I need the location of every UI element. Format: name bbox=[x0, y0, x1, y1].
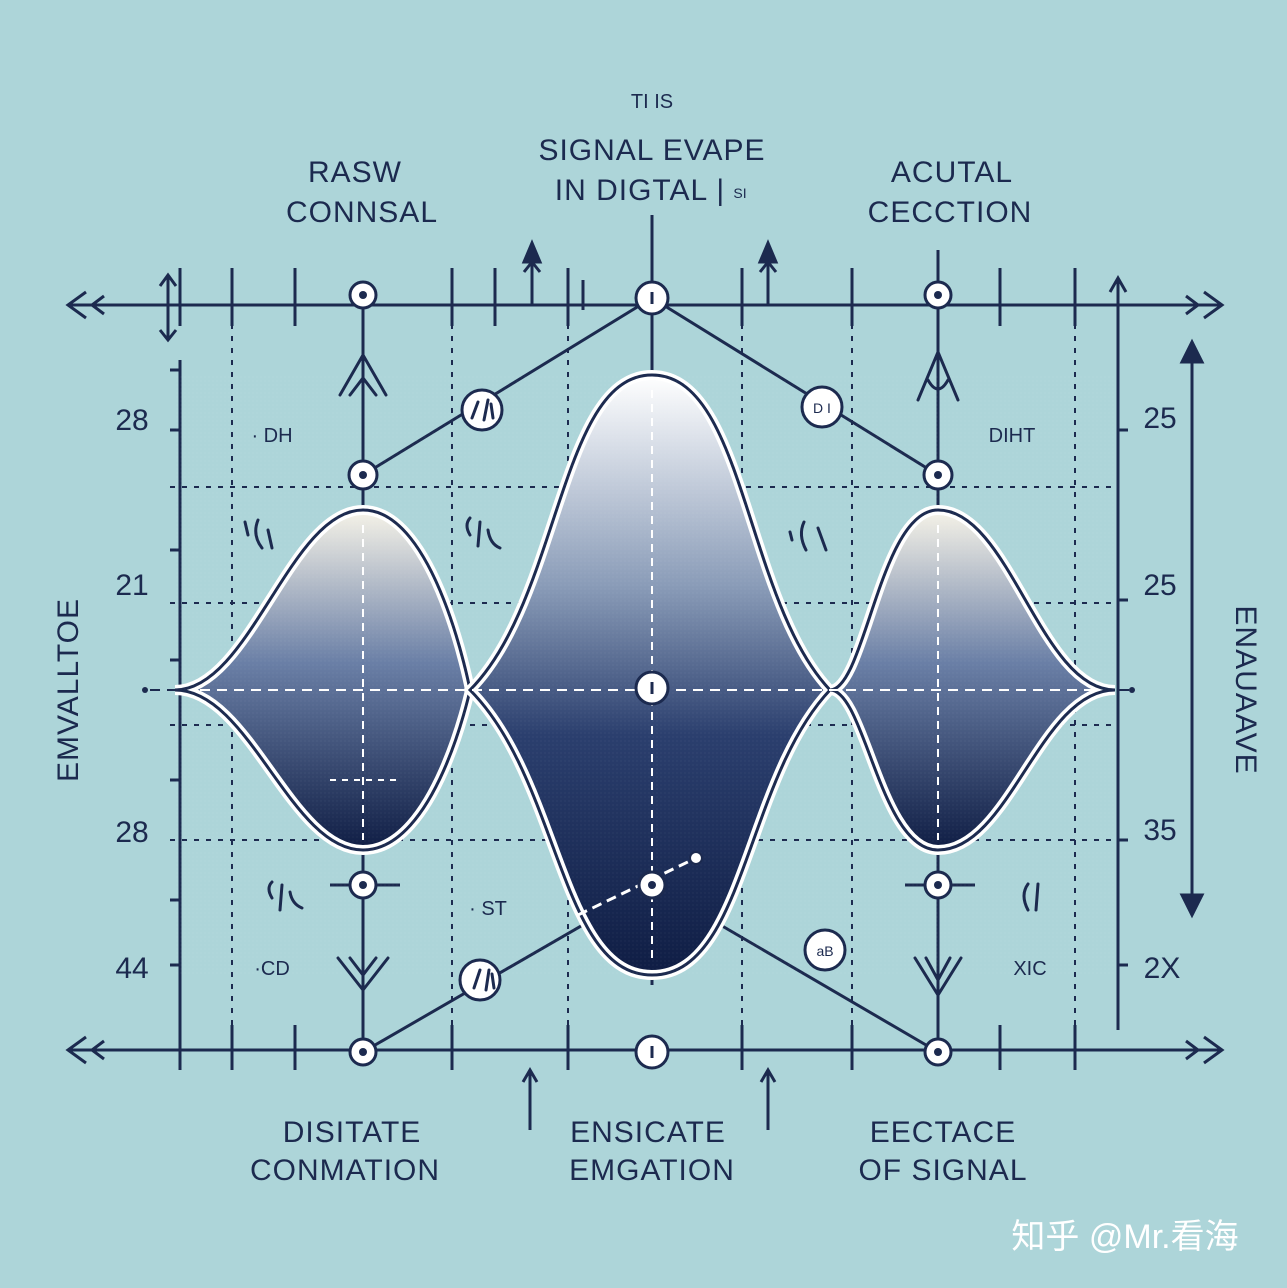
annotation-dh: · DH bbox=[251, 425, 292, 447]
annotation-node-a: D I bbox=[813, 400, 831, 416]
title-line3: IN DIGTAL | bbox=[555, 174, 725, 207]
title-line3b: SI bbox=[733, 185, 746, 201]
title-line1: TI IS bbox=[631, 91, 673, 113]
label-top-left-1: RASW bbox=[308, 156, 402, 189]
top-up-arrows bbox=[521, 239, 779, 305]
node-diag-upper-right bbox=[800, 385, 844, 429]
label-top-right-2: CECCTION bbox=[868, 196, 1033, 229]
annotation-cd: ·CD bbox=[254, 958, 290, 980]
top-ticks bbox=[178, 268, 1077, 326]
left-number-1: 28 bbox=[115, 404, 148, 437]
node-diag-lower-right bbox=[803, 928, 847, 972]
annotation-node-b: aB bbox=[816, 943, 833, 959]
label-side-left: EMVALLTOE bbox=[52, 598, 85, 782]
label-bottom-right-1: EECTACE bbox=[870, 1116, 1016, 1149]
label-bottom-left-2: CONMATION bbox=[250, 1154, 440, 1187]
right-number-2: 25 bbox=[1143, 569, 1176, 602]
watermark: 知乎 @Mr.看海 bbox=[1011, 1218, 1238, 1256]
annotation-diht: DIHT bbox=[989, 425, 1036, 447]
bottom-up-arrows bbox=[521, 1067, 777, 1130]
bottom-ticks bbox=[178, 1025, 1077, 1070]
left-number-2: 21 bbox=[115, 569, 148, 602]
label-side-right: ENAUAAVE bbox=[1229, 605, 1262, 774]
label-top-left-2: CONNSAL bbox=[286, 196, 438, 229]
annotation-st: · ST bbox=[469, 898, 507, 920]
label-top-right-1: ACUTAL bbox=[891, 156, 1013, 189]
right-number-1: 25 bbox=[1143, 402, 1176, 435]
label-bottom-left-1: DISITATE bbox=[283, 1116, 422, 1149]
right-number-4: 2X bbox=[1144, 952, 1181, 985]
label-bottom-center-1: ENSICATE bbox=[570, 1116, 726, 1149]
nodes bbox=[347, 280, 954, 1070]
glyph-marks bbox=[243, 348, 1040, 998]
title-line2: SIGNAL EVAPE bbox=[538, 134, 765, 167]
node-diag-upper-left bbox=[460, 388, 504, 432]
center-axis-end-left bbox=[142, 687, 148, 693]
label-bottom-center-2: EMGATION bbox=[569, 1154, 735, 1187]
left-number-4: 44 bbox=[115, 952, 148, 985]
right-axis bbox=[1108, 274, 1205, 1030]
left-number-3: 28 bbox=[115, 816, 148, 849]
annotation-xic: XIC bbox=[1013, 958, 1046, 980]
right-number-3: 35 bbox=[1143, 814, 1176, 847]
label-bottom-right-2: OF SIGNAL bbox=[858, 1154, 1027, 1187]
center-axis-end-right bbox=[1129, 687, 1135, 693]
